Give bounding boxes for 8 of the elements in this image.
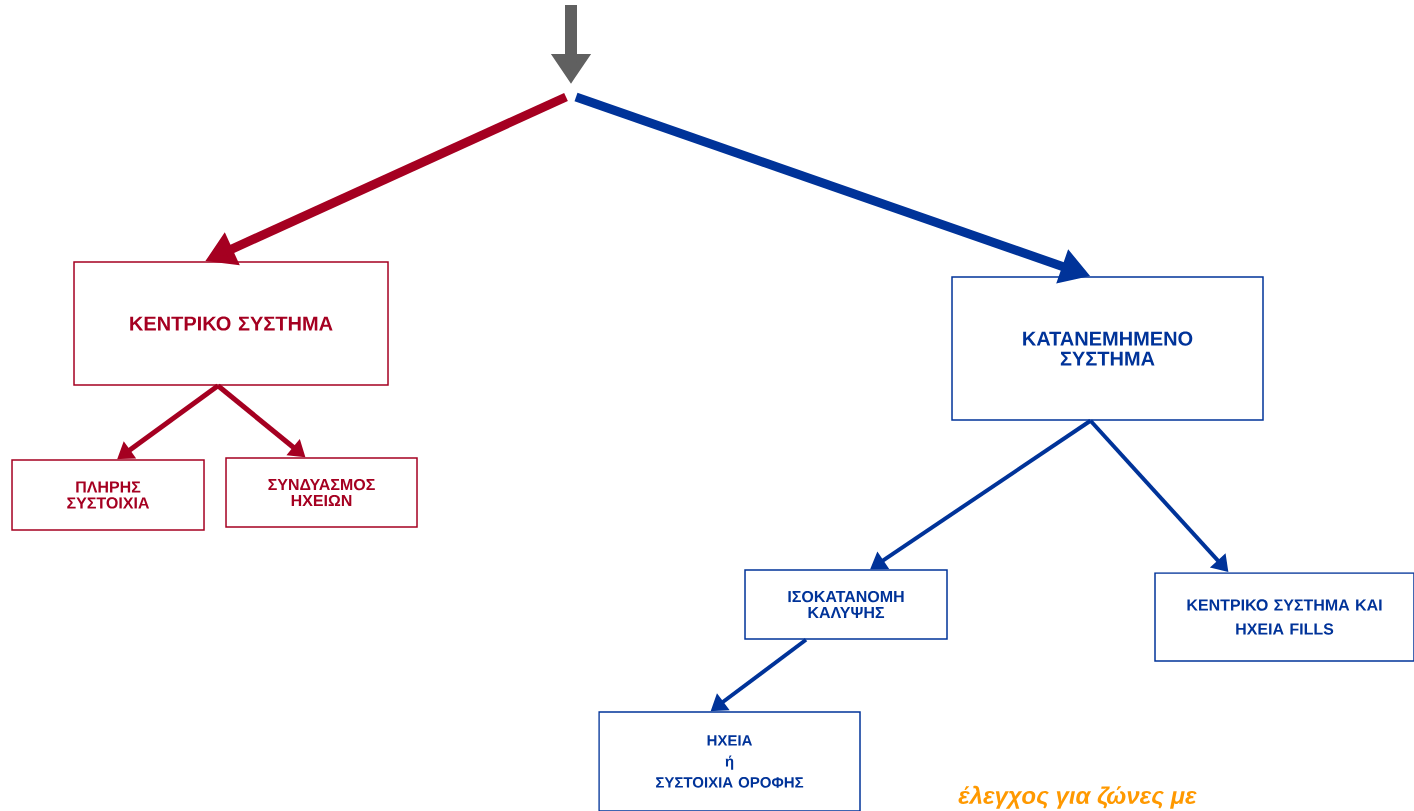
text-box: ΠΛΗΡΗΣ ΣΥΣΤΟΙΧΙΑ xyxy=(11,459,205,531)
text-box: ΚΑΤΑΝΕΜΗΜΕΝΟ ΣΥΣΤΗΜΑ xyxy=(951,276,1264,421)
text-box: ΣΥΝΔΥΑΣΜΟΣ ΗΧΕΙΩΝ xyxy=(225,457,418,528)
text-box: ΗΧΕΙΑ ή ΣΥΣΤΟΙΧΙΑ ΟΡΟΦΗΣ xyxy=(598,711,861,811)
text-box: ΚΕΝΤΡΙΚΟ ΣΥΣΤΗΜΑ ΚΑΙ ΗΧΕΙΑ FILLS xyxy=(1154,572,1414,662)
text-box: ΚΕΝΤΡΙΚΟ ΣΥΣΤΗΜΑ xyxy=(73,261,389,386)
note-text: έλεγχος για ζώνες με xyxy=(958,785,1197,809)
text-box: ΙΣΟΚΑΤΑΝΟΜΗ ΚΑΛΥΨΗΣ xyxy=(744,569,948,640)
